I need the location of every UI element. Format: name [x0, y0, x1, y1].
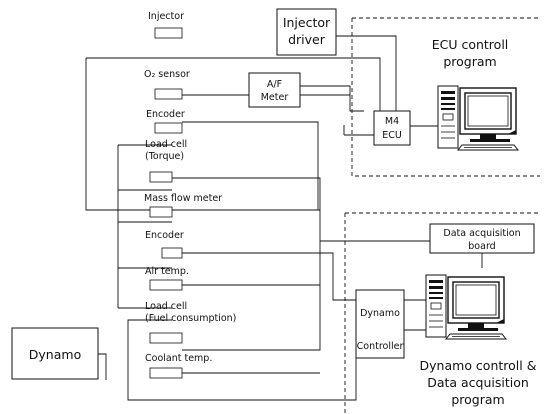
- dynamo-box: Dynamo: [12, 328, 98, 379]
- label-o2-sensor: O₂ sensor: [144, 69, 190, 80]
- dacq-computer-icon: [426, 275, 506, 339]
- m4-ecu-label-2: ECU: [382, 130, 402, 141]
- m4-ecu-box: M4 ECU: [374, 111, 410, 145]
- injector-driver-box: Injector driver: [277, 9, 336, 55]
- label-injector: Injector: [148, 11, 184, 22]
- sensor-encoder-mid: Encoder: [145, 230, 184, 258]
- injector-driver-label-2: driver: [288, 32, 326, 47]
- sensor-mass-flow-meter: Mass flow meter: [144, 193, 222, 217]
- dynamo-program-label-3: program: [451, 392, 504, 407]
- label-mass-flow-meter: Mass flow meter: [144, 193, 222, 204]
- label-coolant-temp: Coolant temp.: [145, 353, 212, 364]
- ecu-program-label-1: ECU controll: [432, 37, 509, 52]
- sensor-o2: O₂ sensor: [144, 69, 190, 99]
- label-load-cell-torque-2: (Torque): [145, 151, 184, 162]
- label-encoder-top: Encoder: [146, 109, 185, 120]
- ecu-program-area: ECU controll program: [432, 37, 518, 150]
- label-load-cell-fuel-1: Load cell: [145, 301, 187, 312]
- sensor-injector: Injector: [148, 11, 184, 38]
- sensor-encoder-top: Encoder: [146, 109, 185, 133]
- label-load-cell-fuel-2: (Fuel consumption): [145, 313, 236, 324]
- label-air-temp: Air temp.: [145, 266, 189, 277]
- injector-driver-label-1: Injector: [283, 15, 331, 30]
- dynamo-controller-label-1: Dynamo: [360, 308, 400, 319]
- sensor-coolant-temp: Coolant temp.: [145, 353, 212, 378]
- dynamo-controller-label-2: Controller: [357, 341, 404, 352]
- daq-board-box: Data acquisition board: [430, 224, 534, 253]
- dynamo-program-area: Dynamo controll & Data acquisition progr…: [420, 275, 537, 407]
- dynamo-label: Dynamo: [29, 347, 81, 362]
- ecu-program-label-2: program: [443, 54, 496, 69]
- dynamo-program-label-2: Data acquisition: [427, 375, 529, 390]
- af-meter-label-1: A/F: [267, 79, 282, 90]
- dynamo-program-label-1: Dynamo controll &: [420, 358, 537, 373]
- af-meter-label-2: Meter: [261, 92, 289, 103]
- ecu-computer-icon: [438, 86, 518, 150]
- sensor-air-temp: Air temp.: [145, 266, 189, 290]
- daq-board-label-2: board: [468, 241, 495, 252]
- dynamo-controller-box: Dynamo Controller: [356, 290, 404, 358]
- sensor-load-cell-torque: Load cell (Torque): [145, 139, 187, 182]
- m4-ecu-label-1: M4: [385, 116, 399, 127]
- sensor-load-cell-fuel: Load cell (Fuel consumption): [145, 301, 236, 343]
- af-meter-box: A/F Meter: [249, 73, 300, 107]
- daq-board-label-1: Data acquisition: [443, 228, 520, 239]
- label-load-cell-torque-1: Load cell: [145, 139, 187, 150]
- label-encoder-mid: Encoder: [145, 230, 184, 241]
